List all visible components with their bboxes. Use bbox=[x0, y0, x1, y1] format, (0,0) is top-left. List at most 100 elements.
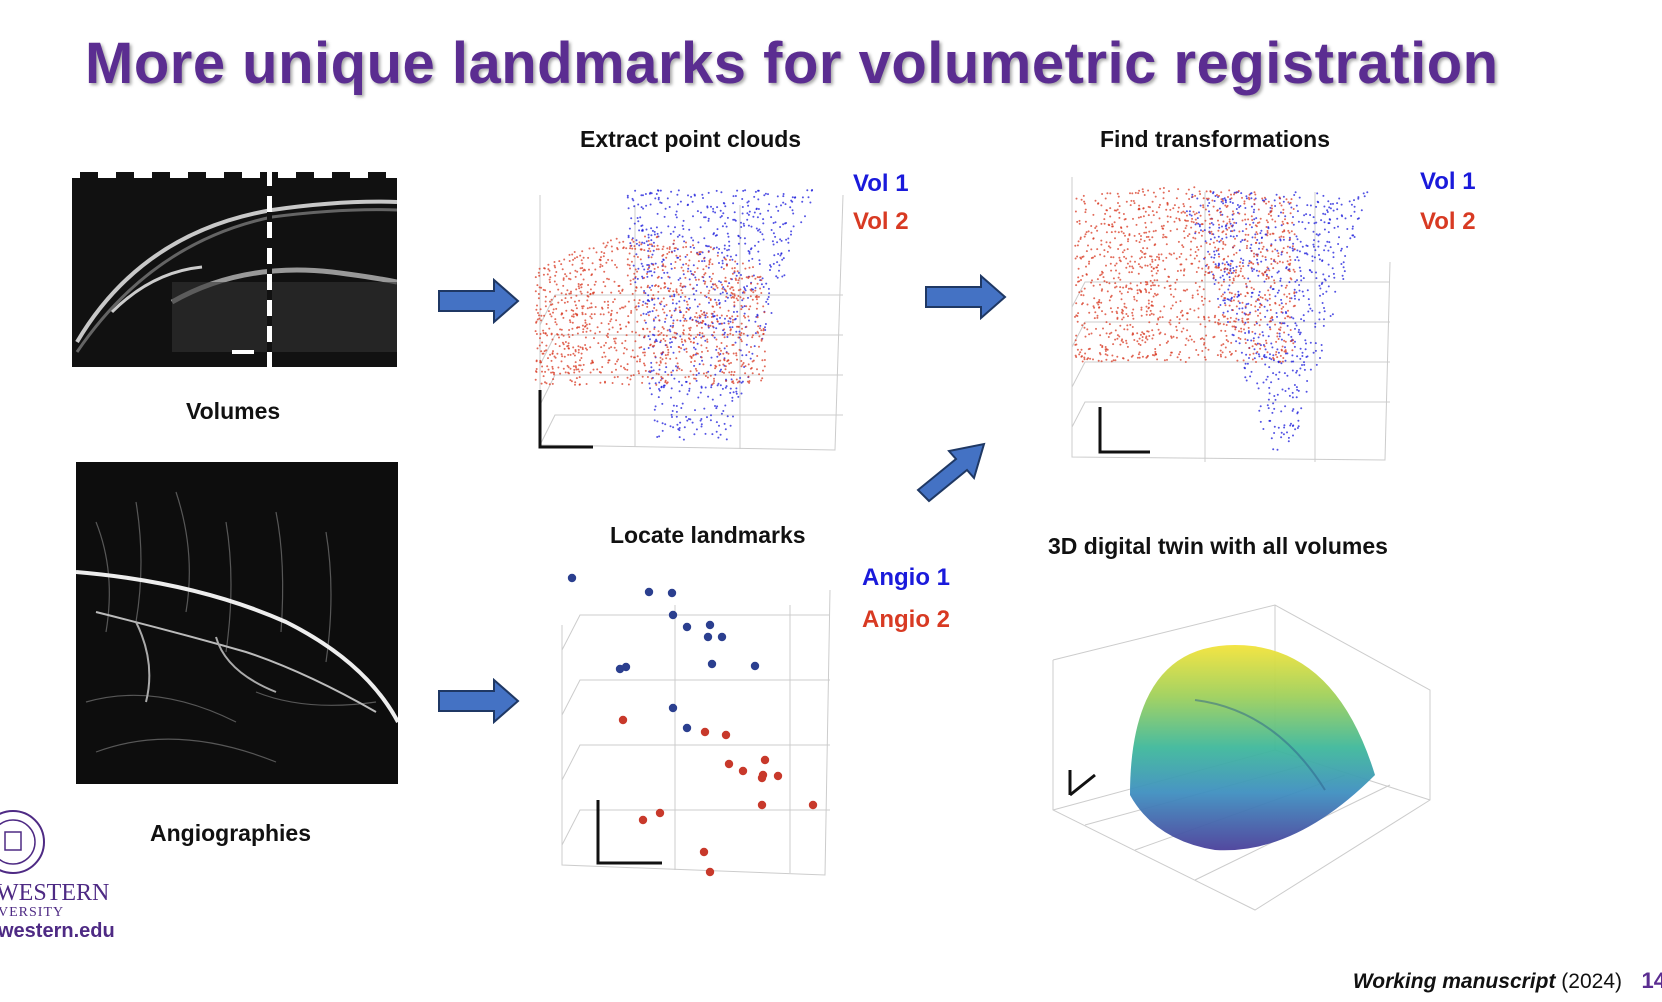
footer-year: (2024) bbox=[1561, 970, 1622, 993]
cloud-point bbox=[1217, 253, 1220, 256]
cloud-point bbox=[1241, 275, 1244, 278]
cloud-point bbox=[1292, 434, 1294, 437]
cloud-point bbox=[644, 235, 646, 238]
cloud-point bbox=[1209, 238, 1212, 241]
cloud-point bbox=[1286, 324, 1289, 327]
cloud-point bbox=[726, 292, 728, 295]
cloud-point bbox=[1203, 338, 1205, 341]
cloud-point bbox=[672, 351, 675, 354]
cloud-point bbox=[1281, 345, 1284, 348]
cloud-point bbox=[664, 354, 667, 357]
cloud-point bbox=[1246, 339, 1249, 342]
cloud-point bbox=[730, 361, 732, 364]
cloud-point bbox=[1301, 355, 1304, 357]
cloud-point bbox=[1222, 280, 1225, 283]
cloud-point bbox=[1233, 221, 1236, 224]
cloud-point bbox=[630, 217, 633, 220]
cloud-point bbox=[682, 329, 685, 332]
cloud-point bbox=[1120, 227, 1123, 229]
cloud-point bbox=[726, 216, 729, 219]
cloud-point bbox=[579, 359, 581, 362]
cloud-point bbox=[1273, 279, 1276, 282]
cloud-point bbox=[1280, 338, 1283, 341]
cloud-point bbox=[1247, 331, 1250, 334]
cloud-point bbox=[680, 266, 683, 269]
cloud-point bbox=[749, 295, 752, 298]
cloud-point bbox=[1205, 334, 1208, 337]
cloud-point bbox=[537, 312, 539, 314]
cloud-point bbox=[1216, 354, 1219, 357]
cloud-point bbox=[1286, 251, 1289, 254]
cloud-point bbox=[724, 205, 727, 208]
cloud-point bbox=[1353, 236, 1356, 238]
cloud-point bbox=[1179, 351, 1182, 353]
cloud-point bbox=[1318, 311, 1321, 314]
cloud-point bbox=[722, 410, 725, 412]
cloud-point bbox=[1145, 291, 1148, 293]
cloud-point bbox=[1211, 199, 1214, 202]
cloud-point bbox=[1303, 363, 1306, 366]
cloud-point bbox=[1280, 436, 1283, 439]
cloud-point bbox=[791, 196, 794, 199]
cloud-point bbox=[1205, 197, 1208, 200]
cloud-point bbox=[670, 387, 673, 390]
cloud-point bbox=[1236, 295, 1239, 298]
cloud-point bbox=[743, 224, 746, 227]
cloud-point bbox=[1274, 398, 1277, 401]
cloud-point bbox=[578, 299, 581, 302]
cloud-point bbox=[737, 281, 739, 284]
cloud-point bbox=[689, 283, 692, 286]
logo-url[interactable]: western.edu bbox=[0, 920, 115, 942]
cloud-point bbox=[647, 299, 650, 301]
cloud-point bbox=[704, 294, 706, 297]
cloud-point bbox=[1295, 324, 1298, 327]
cloud-point bbox=[603, 300, 606, 303]
cloud-point bbox=[1175, 336, 1178, 339]
cloud-point bbox=[736, 189, 739, 192]
cloud-point bbox=[615, 237, 618, 240]
cloud-point bbox=[1150, 300, 1153, 303]
cloud-point bbox=[581, 307, 584, 310]
cloud-point bbox=[722, 286, 725, 289]
cloud-point bbox=[669, 232, 672, 235]
cloud-point bbox=[767, 193, 769, 196]
cloud-point bbox=[684, 317, 687, 320]
cloud-point bbox=[1138, 232, 1141, 235]
cloud-point bbox=[1234, 275, 1237, 278]
cloud-point bbox=[724, 289, 727, 292]
cloud-point bbox=[1198, 285, 1201, 288]
cloud-point bbox=[547, 268, 550, 271]
cloud-point bbox=[1221, 314, 1224, 316]
cloud-point bbox=[725, 345, 728, 348]
cloud-point bbox=[657, 275, 660, 278]
cloud-point bbox=[669, 337, 672, 340]
cloud-point bbox=[1258, 342, 1261, 345]
cloud-point bbox=[1265, 342, 1268, 345]
cloud-point bbox=[715, 407, 718, 410]
cloud-point bbox=[700, 425, 703, 428]
cloud-point bbox=[683, 285, 685, 288]
cloud-point bbox=[712, 287, 715, 290]
cloud-point bbox=[1251, 236, 1254, 239]
cloud-point bbox=[1275, 312, 1278, 314]
cloud-point bbox=[1168, 285, 1171, 287]
cloud-point bbox=[751, 298, 754, 301]
cloud-point bbox=[1074, 354, 1077, 357]
cloud-point bbox=[1226, 215, 1229, 218]
cloud-point bbox=[584, 269, 586, 272]
cloud-point bbox=[1114, 338, 1117, 341]
cloud-point bbox=[1288, 300, 1291, 303]
cloud-point bbox=[1267, 407, 1270, 410]
cloud-point bbox=[1244, 367, 1246, 370]
cloud-point bbox=[687, 203, 689, 206]
cloud-point bbox=[692, 293, 695, 296]
cloud-point bbox=[1217, 318, 1220, 321]
cloud-point bbox=[1306, 380, 1309, 382]
cloud-point bbox=[1338, 197, 1341, 200]
cloud-point bbox=[596, 368, 599, 371]
cloud-point bbox=[764, 329, 767, 331]
cloud-point bbox=[1081, 274, 1084, 277]
cloud-point bbox=[657, 248, 660, 251]
cloud-point bbox=[1296, 355, 1299, 358]
cloud-point bbox=[1139, 344, 1142, 346]
